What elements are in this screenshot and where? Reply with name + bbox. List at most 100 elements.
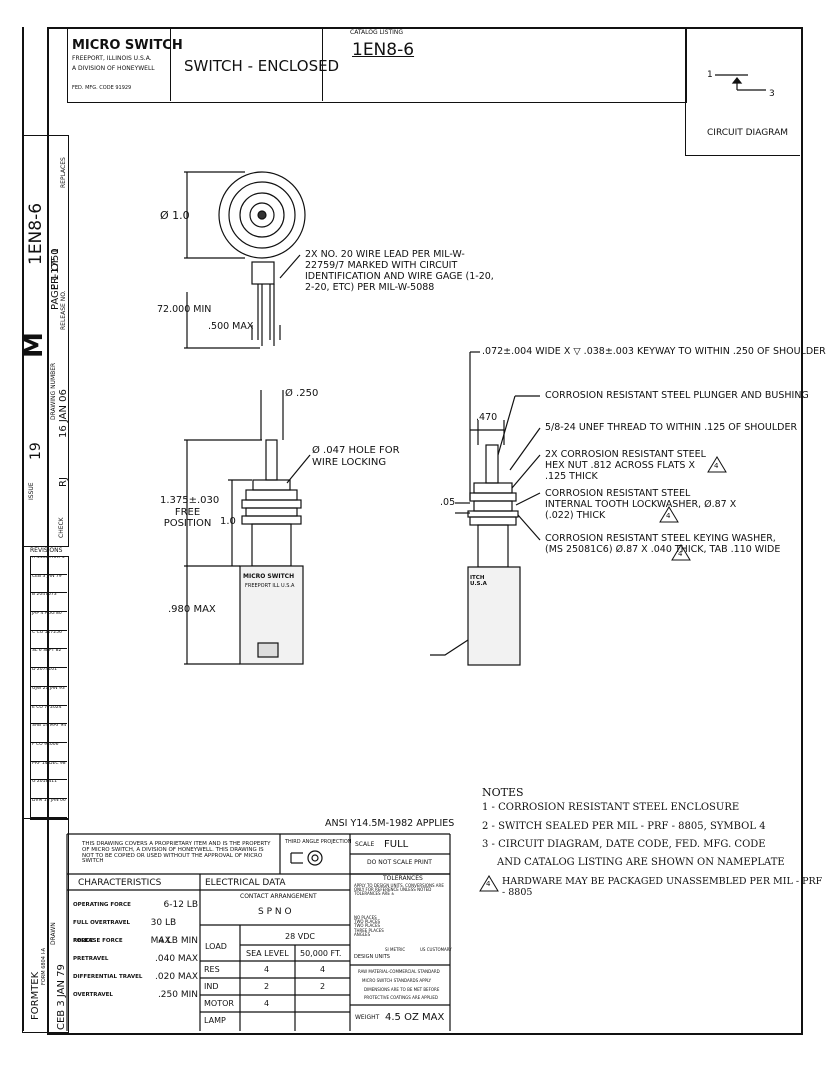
dim-lead-min: 72.000 MIN [157,304,212,315]
revisions-table [30,556,69,820]
characteristic-row: OPERATING FORCE 6-12 LB [73,896,198,914]
note-1: 1 - CORROSION RESISTANT STEEL ENCLOSURE [482,802,740,813]
design-units: DESIGN UNITS [354,954,390,960]
weight-label: WEIGHT [355,1014,380,1021]
revision-row: SL 6 SEPT 82 [30,649,67,669]
load-cell: 4 [320,965,326,974]
tolerance-places: NO PLACES TWO PLACES TWO PLACES THREE PL… [354,915,384,937]
revision-row: CEB 3 JAN 79 [30,575,67,594]
load-cell: IND [204,982,219,991]
bottom-strip [22,818,69,1033]
side-block [22,135,69,547]
load-row: MOTOR 4 [200,995,350,1012]
characteristic-row: OVERTRAVEL .250 MIN [73,986,198,1004]
characteristic-value: 30 LB MAX [150,918,177,946]
fed-mfg-code: FED. MFG. CODE 91929 [72,85,132,91]
nameplate-city: FREEPORT ILL U.S.A [245,583,295,589]
revision-row: JAP 4 AUG 80 [30,612,67,631]
characteristic-value: .020 MAX [155,972,198,982]
circuit-diagram-label: CIRCUIT DIAGRAM [707,128,788,138]
characteristic-value: .250 MIN [157,990,198,1000]
nameplate-brand: MICRO SWITCH [243,573,295,580]
load-cell: RES [204,965,220,974]
drawing-frame [47,27,803,1035]
load-cell: 2 [320,982,326,991]
flag-keying: 4 [678,550,683,558]
scale-label: SCALE [355,841,375,848]
thread-note: 5/8-24 UNEF THREAD TO WITHIN .125 OF SHO… [545,422,798,433]
contact-arrangement: CONTACT ARRANGEMENT [240,893,317,900]
characteristic-key: RELEASE FORCE [73,938,123,944]
side-divider [47,135,48,545]
characteristic-key: FULL OVERTRAVEL FORCE [73,920,131,944]
spno: S P N O [258,907,292,917]
characteristic-value: .040 MAX [155,954,198,964]
revision-row: DVM 16 JAN 06 [30,799,67,818]
circuit-term-1: 1 [707,70,713,80]
std-3: DIMENSIONS ARE TO BE MET BEFORE [364,987,440,992]
dim-470: .470 [476,412,498,423]
proprietary-note: THIS DRAWING COVERS A PROPRIETARY ITEM A… [82,841,271,865]
characteristic-key: PRETRAVEL [73,956,109,962]
characteristic-value: 6-12 LB [163,900,198,910]
si-metric: SI METRIC [385,947,406,952]
dim-1-0: 1.0 [220,516,236,527]
load-cell: LAMP [204,1016,226,1025]
characteristic-key: DIFFERENTIAL TRAVEL [73,974,143,980]
dim-plunger: Ø .250 [285,388,319,399]
drawing-title: SWITCH - ENCLOSED [184,57,340,75]
characteristics-rows: OPERATING FORCE 6-12 LB FULL OVERTRAVEL FO… [73,896,198,1004]
revision-row: E CO 772024 [30,706,67,725]
revision-row: PRF 14 DEC 98 [30,762,67,781]
note-3: 3 - CIRCUIT DIAGRAM, DATE CODE, FED. MFG… [482,839,766,850]
dim-height-max: .980 MAX [168,604,216,615]
revision-row: SAB 14 MAY 94 [30,724,67,743]
load-cell: 4 [264,965,270,974]
load-label: LOAD [205,942,227,951]
nameplate-right: ITCH U.S.A [470,575,487,587]
company-name: MICRO SWITCH [72,38,183,53]
revision-row: D 2074101 [30,668,67,687]
dim-05: .05 [440,497,456,508]
title-block [67,27,687,103]
std-1: RAW MATERIAL-COMMERCIAL STANDARD [358,969,440,974]
circuit-box [685,27,800,156]
load-row: RES 4 4 [200,961,350,978]
projection-label: THIRD ANGLE PROJECTION [285,839,352,845]
revisions-label: REVISIONS [30,547,63,554]
dim-diameter: Ø 1.0 [160,209,190,222]
revision-row: F CO 94006 [30,743,67,762]
note-2: 2 - SWITCH SEALED PER MIL - PRF - 8805, … [482,821,766,832]
characteristic-row: PRETRAVEL .040 MAX [73,950,198,968]
note-4: HARDWARE MAY BE PACKAGED UNASSEMBLED PER… [502,876,823,898]
revision-row: G 2018411 [30,780,67,799]
characteristic-key: OPERATING FORCE [73,902,131,908]
title-divider-2 [322,27,323,101]
no-scale-label: DO NOT SCALE PRINT [367,859,432,866]
revision-row: B 2047573 [30,593,67,613]
hole-note: Ø .047 HOLE FOR WIRE LOCKING [312,445,400,468]
title-divider-1 [170,27,171,101]
notes-header: NOTES [482,786,524,799]
load-cell: MOTOR [204,999,234,1008]
revision-row: GJW 21 JAN 93 [30,687,67,706]
tolerances-sub: APPLY TO DESIGN UNITS. CONVERSIONS ARE O… [354,883,444,897]
load-cell: 4 [264,999,270,1008]
load-cell: 2 [264,982,270,991]
revision-row: A 4435 PART 5 [30,556,67,575]
lead-note: 2X NO. 20 WIRE LEAD PER MIL-W-22759/7 MA… [305,249,494,293]
std-2: MICRO SWITCH STANDARDS APPLY [362,978,432,983]
scale-value: FULL [384,839,409,850]
characteristics-header: CHARACTERISTICS [78,878,162,888]
std-4: PROTECTIVE COATINGS ARE APPLIED [364,995,438,1000]
altitude: 50,000 FT. [300,949,342,958]
note-3b: AND CATALOG LISTING ARE SHOWN ON NAMEPLA… [497,857,785,868]
catalog-listing-label: CATALOG LISTING [350,29,404,36]
load-row: LAMP [200,1012,350,1029]
us-customary: US CUSTOMARY [420,947,452,952]
company-address: FREEPORT, ILLINOIS U.S.A. [72,55,152,62]
characteristic-key: OVERTRAVEL [73,992,113,998]
